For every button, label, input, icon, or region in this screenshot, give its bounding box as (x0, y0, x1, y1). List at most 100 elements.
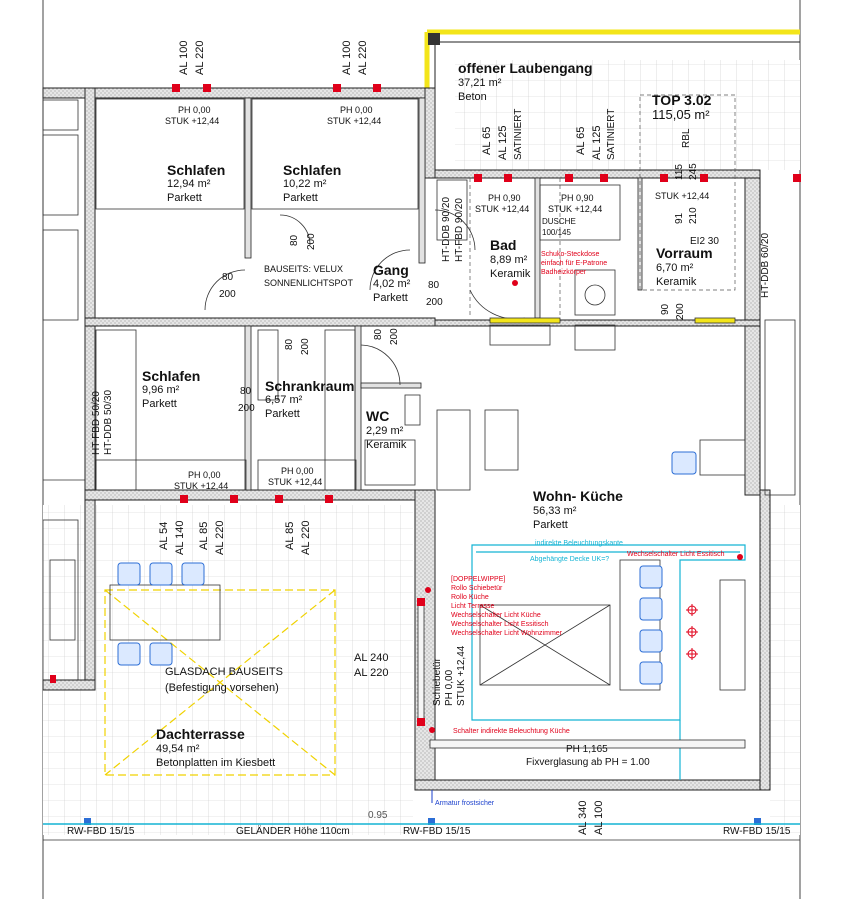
velux-line2: SONNENLICHTSPOT (264, 278, 354, 288)
rw-label-1: RW-FBD 15/15 (67, 826, 135, 837)
stuk-label-1: STUK +12,44 (165, 116, 220, 126)
vorraum-name: Vorraum (656, 245, 713, 261)
wc-floor: Keramik (366, 439, 407, 451)
red-list-2: Rollo Küche (451, 594, 489, 601)
cyan-note-2: Abgehängte Decke UK=? (530, 556, 610, 563)
terrace-chairs (117, 562, 205, 666)
gelaender-label: GELÄNDER Höhe 110cm (236, 826, 350, 837)
v-d90: 90 (660, 303, 671, 315)
v-115: 115 (674, 164, 685, 180)
rw-label-2: RW-FBD 15/15 (403, 826, 471, 837)
armatur-note: Armatur frostsicher (435, 800, 495, 807)
wohnkueche-floor: Parkett (533, 519, 568, 531)
red-bad-2: einfach für E-Patrone (541, 260, 608, 267)
v-ht-ddb-left: HT-DDB 50/30 (103, 389, 114, 455)
red-list-0: [DOPPELWIPPE] (451, 576, 506, 583)
drains (84, 818, 761, 825)
red-list-6: Wechselschalter Licht Wohnzimmer (451, 630, 563, 637)
v-al65-1: AL 65 (481, 126, 493, 155)
v-al54: AL 54 (158, 521, 170, 550)
d200a: 200 (219, 289, 236, 300)
d80b: 80 (428, 280, 440, 291)
v-d80-3: 80 (373, 328, 384, 340)
v-al340: AL 340 (577, 800, 589, 835)
v-al220-3: AL 220 (214, 520, 226, 555)
v-al220-2: AL 220 (357, 40, 369, 75)
schiebetuer-l3: STUK +12,44 (456, 645, 467, 706)
v-al100-1: AL 100 (178, 40, 190, 75)
red-list-4: Wechselschalter Licht Küche (451, 612, 541, 619)
dachterrasse-floor: Betonplatten im Kiesbett (156, 757, 276, 769)
d200c: 200 (238, 403, 255, 414)
v-d200-5: 200 (675, 303, 686, 320)
ph-label-bad: PH 0,90 (488, 193, 521, 203)
v-ht-fbd-left: HT-FBD 50/20 (91, 391, 102, 455)
ph-label-1: PH 0,00 (178, 105, 211, 115)
schiebetuer-l1: Schiebetür (432, 658, 443, 706)
laubengang-name: offener Laubengang (458, 60, 593, 76)
v-al65-2: AL 65 (575, 126, 587, 155)
ceiling-outline (471, 544, 746, 780)
wc-area: 2,29 m² (366, 425, 404, 437)
wohnkueche-area: 56,33 m² (533, 505, 577, 517)
dusche-line1: DUSCHE (542, 217, 576, 226)
schlafen1-name: Schlafen (167, 162, 226, 178)
ei230-label: EI2 30 (690, 236, 719, 247)
dachterrasse-area: 49,54 m² (156, 743, 200, 755)
kitchen-island (479, 559, 746, 691)
red-list-5: Wechselschalter Licht Essitisch (451, 621, 549, 628)
red-schalter: Schalter indirekte Beleuchtung Küche (453, 728, 570, 735)
furniture (95, 98, 796, 496)
schlafen1-floor: Parkett (167, 192, 202, 204)
v-ht-ddb-right: HT-DDB 60/20 (760, 232, 771, 298)
schlafen3-floor: Parkett (142, 398, 177, 410)
v-al100-3: AL 100 (593, 800, 605, 835)
schrankraum-area: 6,57 m² (265, 394, 303, 406)
stuk-label-bad: STUK +12,44 (475, 204, 530, 214)
bad-name: Bad (490, 237, 517, 253)
wc-name: WC (366, 408, 390, 424)
al240-label: AL 240 (354, 652, 389, 664)
glasdach-line1: GLASDACH BAUSEITS (165, 666, 283, 678)
gang-name: Gang (373, 262, 409, 278)
top-area: 115,05 m² (652, 107, 710, 122)
rw-label-3: RW-FBD 15/15 (723, 826, 791, 837)
top-name: TOP 3.02 (652, 92, 712, 108)
d200b: 200 (426, 297, 443, 308)
v-d200-1: 200 (306, 233, 317, 250)
stuk-label-schlafen3: STUK +12,44 (174, 481, 229, 491)
v-al220-4: AL 220 (300, 520, 312, 555)
bad-area: 8,89 m² (490, 254, 528, 266)
gang-floor: Parkett (373, 292, 408, 304)
v-rbl: RBL (681, 128, 692, 148)
ph-fix-line2: Fixverglasung ab PH = 1.00 (526, 757, 650, 768)
stuk-label-bad2: STUK +12,44 (548, 204, 603, 214)
schlafen2-area: 10,22 m² (283, 178, 327, 190)
v-d80-1: 80 (289, 234, 300, 246)
schlafen2-floor: Parkett (283, 192, 318, 204)
red-list-3: Licht Terrasse (451, 603, 495, 610)
schlafen3-area: 9,96 m² (142, 384, 180, 396)
dashed-lines (469, 94, 736, 315)
red-bad-3: Badheizkörper (541, 269, 587, 276)
terrace-tile-grid-right (770, 505, 800, 835)
v-ht-ddb-bad: HT-DDB 90/20 (441, 196, 452, 262)
laubengang-floor: Beton (458, 91, 487, 103)
dachterrasse-name: Dachterrasse (156, 726, 245, 742)
v-al125-1: AL 125 (497, 125, 509, 160)
bad-floor: Keramik (490, 268, 531, 280)
gang-area: 4,02 m² (373, 278, 411, 290)
v-ht-fbd-bad: HT-FBD 90/20 (454, 198, 465, 262)
red-wechsel: Wechselschalter Licht Essitisch (627, 551, 725, 558)
v-210: 210 (688, 207, 699, 224)
corridor-tile-grid (455, 60, 800, 170)
al220-label: AL 220 (354, 667, 389, 679)
schlafen3-name: Schlafen (142, 368, 201, 384)
v-91: 91 (674, 212, 685, 224)
schrankraum-floor: Parkett (265, 408, 300, 420)
stuk-label-vorraum: STUK +12,44 (655, 191, 710, 201)
glasdach-line2: (Befestigung vorsehen) (165, 682, 279, 694)
v-d200-3: 200 (389, 328, 400, 345)
laubengang-area: 37,21 m² (458, 77, 502, 89)
v-d200-2: 200 (300, 338, 311, 355)
